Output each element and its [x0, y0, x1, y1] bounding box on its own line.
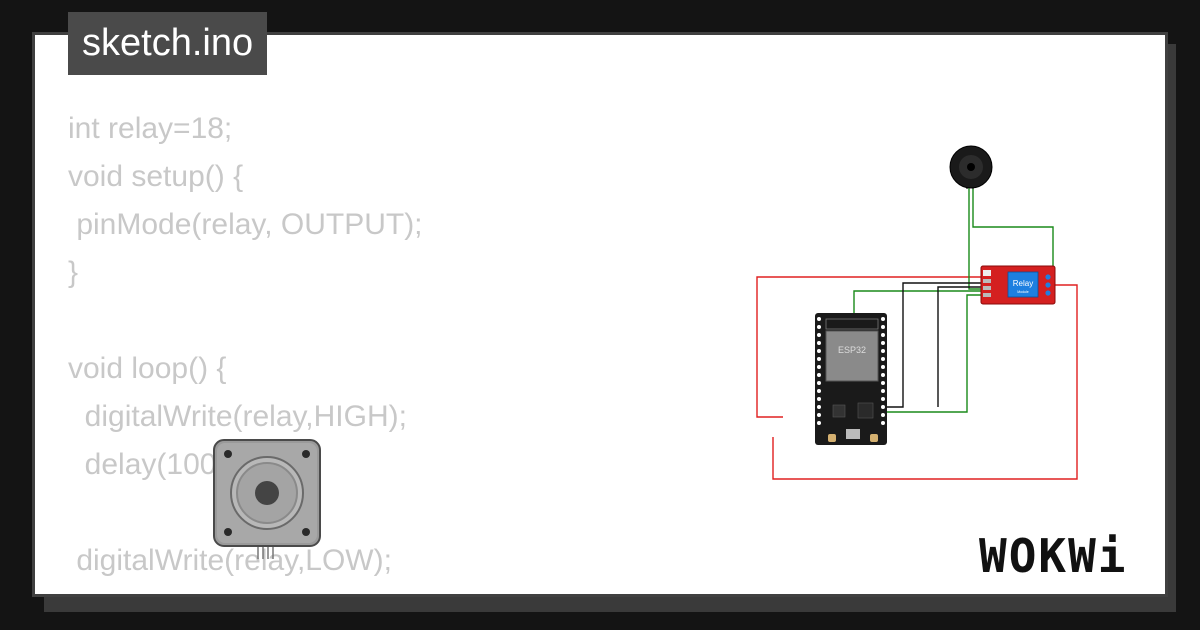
code-line: int relay=18;	[68, 112, 233, 145]
buzzer-part[interactable]	[949, 145, 993, 189]
wire-red[interactable]	[772, 284, 1078, 480]
relay-sublabel: Module	[1017, 290, 1029, 294]
stepper-motor-part[interactable]	[213, 439, 325, 561]
code-editor: int relay=18; void setup() { pinMode(rela…	[68, 105, 423, 594]
code-line: digitalWrite(relay,HIGH);	[68, 400, 407, 433]
code-line	[68, 297, 423, 345]
relay-label: Relay	[1013, 279, 1033, 288]
wire-red[interactable]	[756, 276, 981, 418]
wire-green[interactable]	[851, 294, 981, 413]
wire-green[interactable]	[968, 187, 983, 290]
esp32-label: ESP32	[838, 345, 866, 355]
wire-black[interactable]	[937, 286, 981, 407]
code-line: }	[68, 256, 79, 289]
code-line: void setup() {	[68, 160, 244, 193]
relay-module-part[interactable]: Relay Module	[980, 265, 1056, 305]
circuit-diagram: Relay Module ESP32	[756, 145, 1078, 480]
code-line: pinMode(relay, OUTPUT);	[68, 208, 423, 241]
code-line: void loop() {	[68, 352, 227, 385]
esp32-board-part[interactable]: ESP32	[815, 313, 887, 445]
code-line: digitalWrite(relay,LOW);	[68, 544, 392, 577]
code-line: delay(1000);	[68, 585, 423, 594]
wokwi-logo: WOKWi	[979, 529, 1128, 583]
project-card: int relay=18; void setup() { pinMode(rela…	[32, 32, 1168, 597]
filename-tab[interactable]: sketch.ino	[68, 12, 268, 75]
